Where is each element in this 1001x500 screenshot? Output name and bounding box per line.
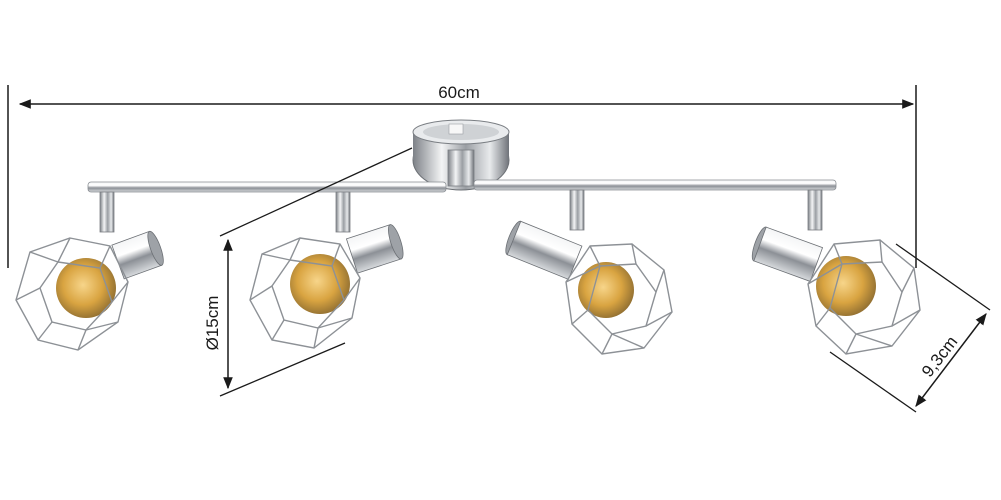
wire-cage	[807, 239, 921, 355]
width-label: 60cm	[438, 83, 480, 102]
diameter-extension-line-top	[219, 147, 413, 237]
spotlight-2	[249, 191, 404, 349]
diameter-extension-line-bottom	[219, 342, 346, 397]
spotlight-4	[751, 189, 921, 355]
width-dimension: 60cm	[7, 83, 917, 268]
diameter-label: Ø15cm	[203, 296, 222, 351]
spot-cylinder	[505, 220, 583, 280]
canopy-label-sticker	[448, 123, 464, 135]
mounting-bar	[87, 179, 837, 193]
spot-cylinder	[111, 230, 164, 280]
wire-cage	[249, 237, 361, 349]
light-bulb	[578, 262, 634, 318]
spotlight-1	[15, 191, 164, 351]
diameter-dimension: Ø15cm	[203, 147, 413, 397]
wire-cage	[15, 237, 129, 351]
wire-cage	[565, 243, 673, 355]
spot-arm	[807, 189, 823, 231]
spot-cylinder	[345, 224, 404, 274]
depth-extension-line-top	[895, 243, 991, 311]
light-bulb	[816, 256, 876, 316]
depth-extension-line-bottom	[829, 351, 917, 413]
depth-dimension-line	[915, 313, 987, 407]
depth-label: 9,3cm	[918, 333, 961, 381]
spotlight-3	[505, 189, 673, 355]
spot-cylinder	[751, 226, 824, 282]
spot-arm	[99, 191, 115, 233]
spot-arm	[569, 189, 585, 231]
light-bulb	[290, 254, 350, 314]
spot-arm	[335, 191, 351, 233]
ceiling-canopy	[412, 119, 510, 191]
light-bulb	[56, 258, 116, 318]
